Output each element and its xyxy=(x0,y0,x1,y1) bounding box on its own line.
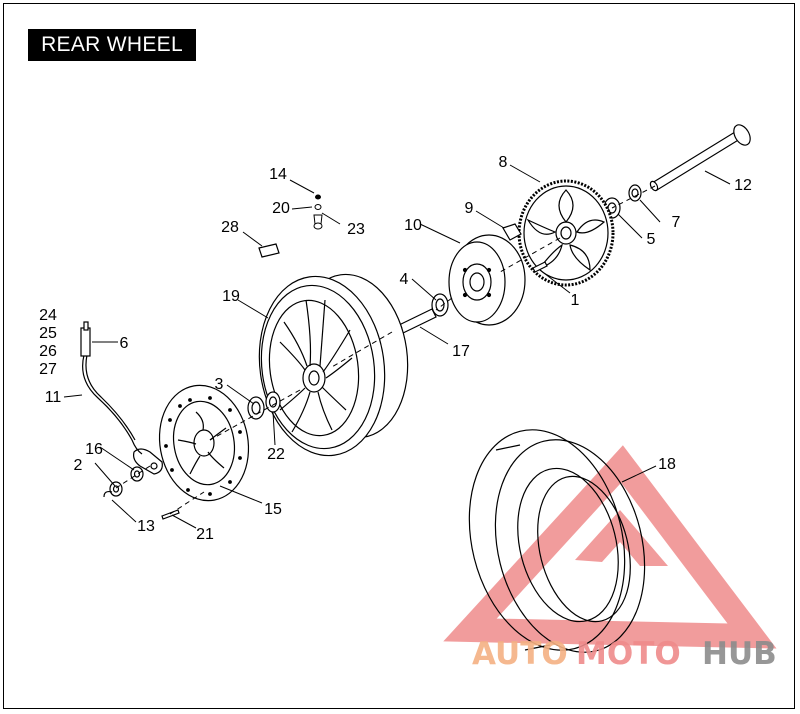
callout-11: 11 xyxy=(45,389,62,406)
callout-27: 27 xyxy=(39,361,57,378)
diagram-title: REAR WHEEL xyxy=(28,29,196,61)
watermark-auto: AUTO xyxy=(472,636,568,672)
callout-2: 2 xyxy=(74,457,83,474)
callout-7: 7 xyxy=(672,214,681,231)
callout-20: 20 xyxy=(272,200,290,217)
callout-4: 4 xyxy=(400,271,409,288)
leader-lines xyxy=(63,164,731,529)
sprocket-hub xyxy=(448,234,526,326)
valve-stem xyxy=(313,194,323,230)
callout-23: 23 xyxy=(347,221,365,238)
callout-12: 12 xyxy=(734,177,752,194)
callout-21: 21 xyxy=(196,526,214,543)
callout-19: 19 xyxy=(222,288,240,305)
callout-17: 17 xyxy=(452,343,470,360)
wheel xyxy=(258,273,409,457)
watermark-logo xyxy=(443,445,777,649)
assembly-lines xyxy=(115,185,656,515)
brake-disc xyxy=(158,384,250,502)
callout-13: 13 xyxy=(137,518,155,535)
callout-15: 15 xyxy=(264,501,282,518)
isolator xyxy=(502,223,522,241)
axle xyxy=(649,124,751,192)
callout-5: 5 xyxy=(647,231,656,248)
callout-26: 26 xyxy=(39,343,57,360)
callout-18: 18 xyxy=(658,456,676,473)
watermark-moto: MOTO xyxy=(576,636,681,672)
callout-14: 14 xyxy=(269,166,287,183)
callout-25: 25 xyxy=(39,325,57,342)
callout-8: 8 xyxy=(499,154,508,171)
callout-10: 10 xyxy=(404,217,422,234)
wheel-weight xyxy=(258,243,280,258)
callout-6: 6 xyxy=(120,335,129,352)
watermark-hub: HUB xyxy=(702,636,777,672)
callout-3: 3 xyxy=(215,376,224,393)
callout-9: 9 xyxy=(465,200,474,217)
callout-1: 1 xyxy=(571,292,580,309)
speed-sensor xyxy=(80,321,143,455)
watermark-text: AUTO MOTO HUB xyxy=(472,636,777,672)
sensor-hardware xyxy=(103,448,180,520)
rear-sprocket xyxy=(517,179,615,287)
callout-22: 22 xyxy=(267,446,285,463)
callout-16: 16 xyxy=(85,441,103,458)
callout-labels: 1 2 3 4 5 6 7 8 9 10 11 12 13 14 15 16 1… xyxy=(39,154,752,543)
tire xyxy=(468,429,646,653)
sprocket-bolt xyxy=(532,261,548,273)
spacer-and-washer xyxy=(603,184,642,219)
callout-28: 28 xyxy=(221,219,239,236)
diagram-frame xyxy=(3,3,795,709)
callout-24: 24 xyxy=(39,307,57,324)
